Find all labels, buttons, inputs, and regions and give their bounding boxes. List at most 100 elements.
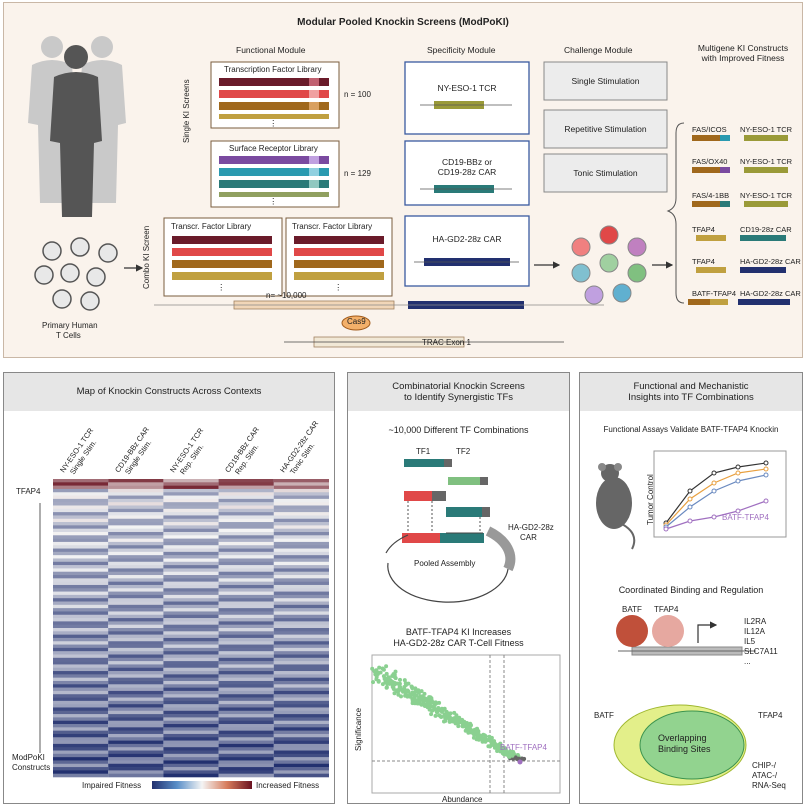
heatmap-cell (219, 727, 274, 731)
heatmap-cell (108, 664, 163, 668)
heatmap-cell (274, 674, 329, 678)
volcano-point (384, 664, 388, 668)
heatmap-cell (274, 668, 329, 672)
heatmap-cell (108, 654, 163, 658)
heatmap-cell (274, 585, 329, 589)
heatmap-cell (163, 529, 218, 533)
heatmap-cell (219, 525, 274, 529)
heatmap-cell (163, 645, 218, 649)
heatmap-cell (53, 582, 108, 586)
heatmap-cell (274, 486, 329, 490)
heatmap-cell (108, 631, 163, 635)
volcano-point (427, 695, 431, 699)
heatmap-cell (219, 731, 274, 735)
combo-left-dots: ⋮ (217, 282, 226, 293)
heatmap-cell (274, 731, 329, 735)
heatmap-cell (163, 734, 218, 738)
heatmap-cell (108, 489, 163, 493)
heatmap-cell (219, 519, 274, 523)
heatmap-cell (219, 661, 274, 665)
challenge-repetitive-label: Repetitive Stimulation (544, 124, 667, 134)
heatmap-cell (163, 509, 218, 513)
heatmap-cell (163, 628, 218, 632)
heatmap-cell (163, 575, 218, 579)
heatmap-cell (274, 760, 329, 764)
heatmap-cell (163, 704, 218, 708)
heatmap-cell (274, 654, 329, 658)
heatmap-cell (219, 496, 274, 500)
heatmap-cell (163, 618, 218, 622)
heatmap-cell (53, 727, 108, 731)
heatmap-cell (219, 724, 274, 728)
heatmap-cell (274, 658, 329, 662)
heatmap-cell (108, 701, 163, 705)
heatmap-cell (274, 479, 329, 483)
volcano-point (392, 687, 396, 691)
heatmap-cell (219, 668, 274, 672)
heatmap-cell (274, 724, 329, 728)
heatmap-cell (53, 645, 108, 649)
combo-ki-screen-label: Combo KI Screen (142, 226, 151, 289)
heatmap-cell (219, 641, 274, 645)
volcano-point (415, 700, 419, 704)
heatmap-cell (108, 499, 163, 503)
heatmap-cell (108, 621, 163, 625)
heatmap-cell (219, 674, 274, 678)
assay-label: ATAC-/ (752, 771, 777, 780)
engineered-cells-icon (572, 226, 646, 304)
tfap4-label: TFAP4 (654, 605, 678, 614)
heatmap-cell (219, 615, 274, 619)
heatmap-cell (108, 707, 163, 711)
impaired-fitness-label: Impaired Fitness (82, 781, 141, 790)
heatmap-cell (219, 654, 274, 658)
heatmap-cell (163, 552, 218, 556)
tumor-control-point (712, 515, 716, 519)
heatmap-cell (219, 539, 274, 543)
heatmap-cell (108, 549, 163, 553)
specificity-module-label: Specificity Module (427, 45, 496, 55)
construct-receptor-label: HA-GD2-28z CAR (740, 257, 801, 266)
construct-gene-label: TFAP4 (692, 257, 715, 266)
heatmap-cell (53, 688, 108, 692)
construct-receptor-label: NY-ESO-1 TCR (740, 157, 792, 166)
heatmap-cell (108, 717, 163, 721)
volcano-point (411, 701, 415, 705)
heatmap-cell (53, 631, 108, 635)
heatmap-cell (219, 479, 274, 483)
heatmap-cell (53, 502, 108, 506)
heatmap-cell (53, 602, 108, 606)
heatmap-cell (163, 532, 218, 536)
heatmap-cell (108, 635, 163, 639)
modpoki-label-line1: ModPoKI (12, 753, 45, 762)
heatmap-cell (163, 664, 218, 668)
heatmap-cell (53, 628, 108, 632)
heatmap-cell (274, 678, 329, 682)
heatmap-cell (274, 595, 329, 599)
tumor-control-point (764, 473, 768, 477)
volcano-point (522, 757, 526, 761)
heatmap-cell (108, 668, 163, 672)
heatmap-cell (163, 549, 218, 553)
tumor-control-point (688, 489, 692, 493)
heatmap-cell (274, 645, 329, 649)
heatmap-cell (53, 757, 108, 761)
volcano-point (492, 743, 496, 747)
heatmap-cell (219, 770, 274, 774)
volcano-point (486, 744, 490, 748)
volcano-point (385, 678, 389, 682)
primary-label-line1: Primary Human (42, 321, 98, 330)
challenge-module-label: Challenge Module (564, 45, 633, 55)
heatmap-cell (274, 681, 329, 685)
heatmap-cell (108, 744, 163, 748)
heatmap-cell (274, 717, 329, 721)
heatmap-cell (108, 757, 163, 761)
tumor-highlight-label: BATF-TFAP4 (722, 513, 769, 522)
heatmap-cell (108, 592, 163, 596)
heatmap-cell (108, 578, 163, 582)
volcano-point (430, 709, 434, 713)
heatmap-cell (219, 558, 274, 562)
heatmap-cell (163, 658, 218, 662)
heatmap-cell (163, 565, 218, 569)
heatmap-cell (53, 479, 108, 483)
tf-library-dots: ⋮ (269, 118, 278, 129)
